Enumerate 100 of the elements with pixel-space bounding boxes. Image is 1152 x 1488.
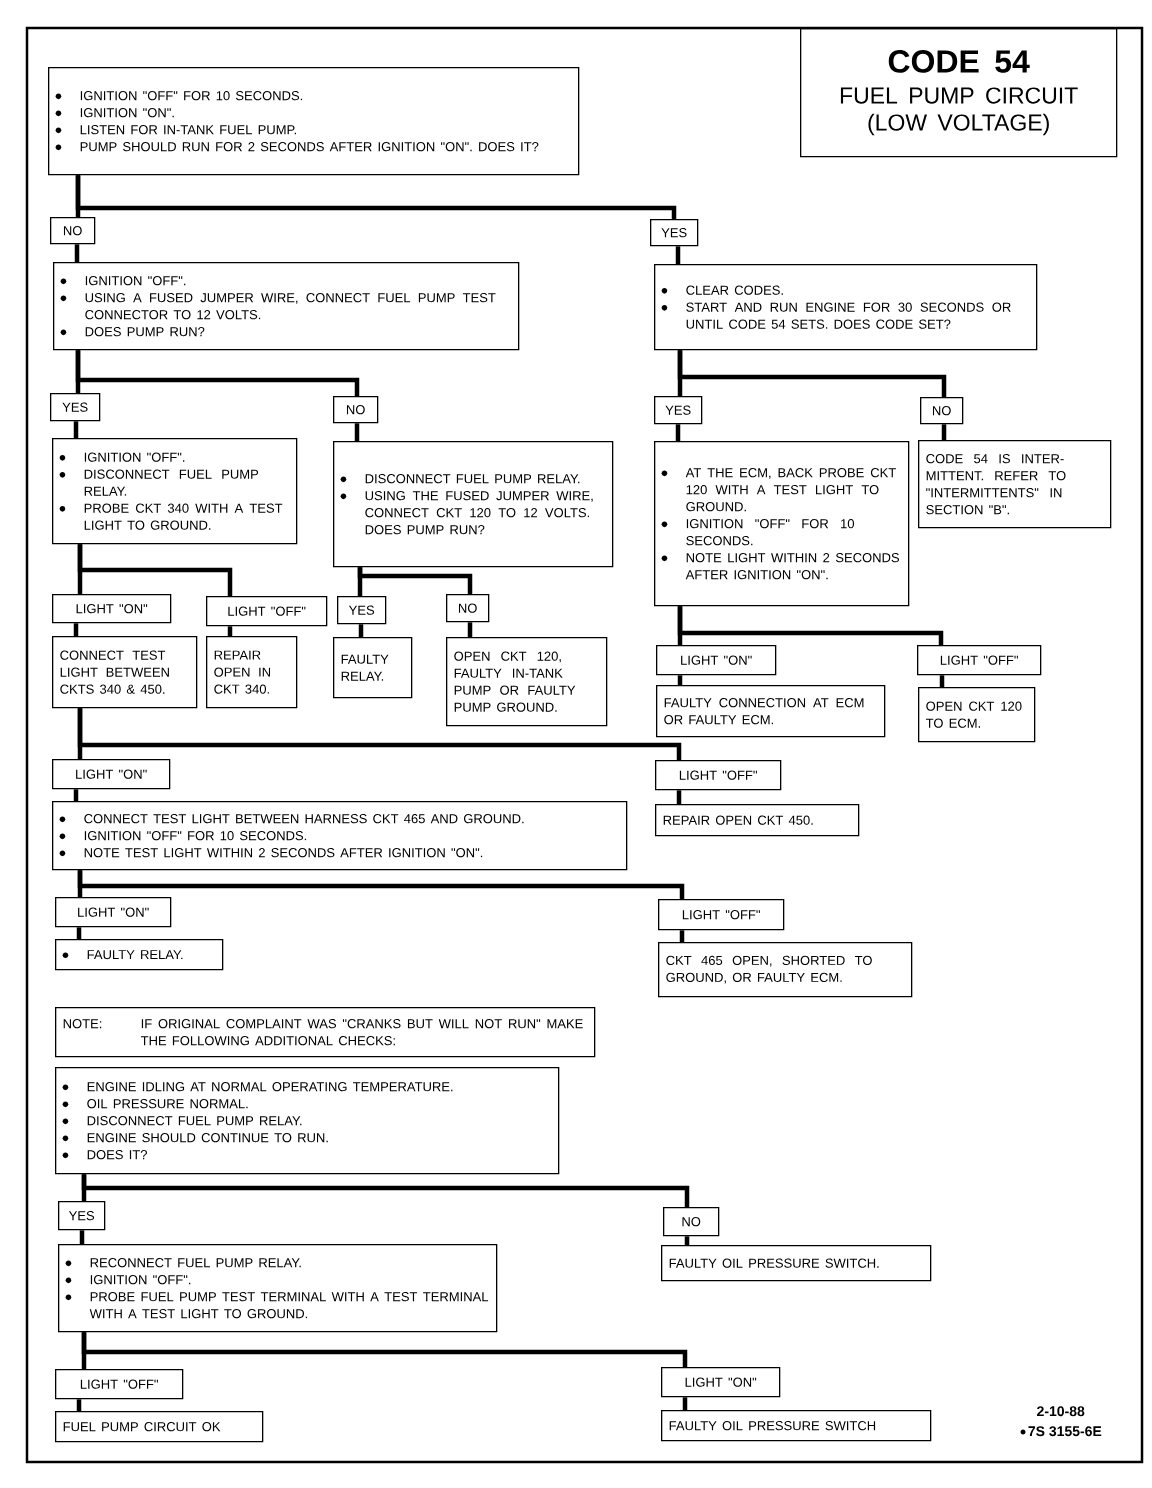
list-item: OIL PRESSURE NORMAL.	[87, 1099, 248, 1109]
list-item: IGNITION "OFF" FOR 10 SECONDS.	[80, 91, 303, 101]
list-item: LISTEN FOR IN-TANK FUEL PUMP.	[80, 125, 296, 135]
list-item: PROBE CKT 340 WITH A TEST LIGHT TO GROUND.	[84, 503, 283, 530]
connector-line	[77, 870, 685, 899]
list-item: FAULTY RELAY.	[87, 950, 183, 960]
connector-line	[79, 1230, 85, 1244]
branch-label: LIGHT "ON"	[52, 759, 171, 790]
connector-line	[675, 246, 681, 264]
connector-line	[679, 930, 685, 942]
branch-label: YES	[337, 596, 387, 625]
branch-label: NO	[446, 594, 490, 623]
connector-line	[358, 624, 364, 637]
branch-label: YES	[50, 393, 101, 422]
connector-line	[939, 675, 945, 687]
result-box: OPEN CKT 120 TO ECM.	[918, 687, 1036, 743]
instruction-box	[52, 801, 628, 871]
note-label: NOTE:	[63, 1019, 102, 1029]
instruction-box	[654, 264, 1038, 351]
connector-line	[75, 350, 360, 396]
connector-line	[682, 1397, 688, 1410]
connector-line	[467, 622, 473, 637]
list-item: IGNITION "OFF".	[84, 452, 185, 462]
result-box: CKT 465 OPEN, SHORTED TO GROUND, OR FAULTY ECM.	[658, 942, 913, 998]
result-box: OPEN CKT 120, FAULTY IN-TANK PUMP OR FAULTY PUMP GROUND.	[446, 637, 608, 727]
list-item: IGNITION "OFF" FOR 10 SECONDS.	[84, 831, 307, 841]
note-box	[55, 1007, 596, 1058]
list-item: USING THE FUSED JUMPER WIRE, CONNECT CKT 120 TO 12 VOLTS. DOES PUMP RUN?	[365, 491, 593, 535]
branch-label: NO	[920, 397, 964, 425]
connector-line	[77, 708, 682, 760]
list-item: IGNITION "OFF".	[85, 276, 186, 286]
list-item: IGNITION "ON".	[80, 108, 174, 118]
instruction-box	[53, 262, 520, 351]
instruction-box	[55, 1067, 560, 1175]
document-number: 7S 3155-6E	[1020, 1426, 1102, 1437]
list-item: PROBE FUEL PUMP TEST TERMINAL WITH A TEST TERMINAL WITH A TEST LIGHT TO GROUND.	[89, 1292, 489, 1319]
connector-line	[77, 544, 233, 596]
list-item: RECONNECT FUEL PUMP RELAY.	[90, 1258, 301, 1268]
result-box: FAULTY CONNECTION AT ECM OR FAULTY ECM.	[656, 685, 886, 738]
connector-line	[684, 1236, 690, 1245]
list-item: DISCONNECT FUEL PUMP RELAY.	[84, 469, 259, 496]
branch-label: NO	[50, 217, 96, 245]
instruction-box	[55, 939, 224, 971]
connector-line	[675, 424, 681, 441]
connector-line	[73, 789, 79, 801]
result-box: FUEL PUMP CIRCUIT OK	[55, 1411, 264, 1443]
instruction-box	[333, 441, 614, 568]
result-box: CODE 54 IS INTER- MITTENT. REFER TO "INTERMITTENTS" IN SECTION "B".	[918, 440, 1112, 529]
branch-label: LIGHT "OFF"	[658, 899, 785, 931]
branch-label: YES	[58, 1201, 106, 1231]
list-item: PUMP SHOULD RUN FOR 2 SECONDS AFTER IGNITION "ON". DOES IT?	[80, 142, 539, 152]
connector-line	[73, 421, 79, 438]
list-item: DOES PUMP RUN?	[85, 327, 205, 337]
instruction-box	[58, 1244, 498, 1333]
connector-line	[76, 1399, 82, 1411]
result-box: REPAIR OPEN IN CKT 340.	[206, 636, 298, 709]
connector-line	[354, 423, 360, 441]
branch-label: LIGHT "OFF"	[655, 760, 782, 791]
result-box: FAULTY RELAY.	[333, 637, 413, 699]
connector-line	[76, 927, 82, 939]
list-item: USING A FUSED JUMPER WIRE, CONNECT FUEL PUMP TEST CONNECTOR TO 12 VOLTS.	[85, 293, 496, 320]
connector-line	[73, 623, 79, 636]
connector-line	[81, 1174, 690, 1207]
branch-label: LIGHT "ON"	[656, 645, 777, 676]
list-item: DISCONNECT FUEL PUMP RELAY.	[87, 1116, 302, 1126]
branch-label: NO	[333, 396, 379, 424]
note-text: IF ORIGINAL COMPLAINT WAS "CRANKS BUT WILL NOT RUN" MAKE THE FOLLOWING ADDITIONAL CHECKS:	[140, 1019, 583, 1046]
connector-line	[357, 567, 473, 594]
list-item: ENGINE IDLING AT NORMAL OPERATING TEMPERATURE.	[87, 1082, 453, 1092]
branch-label: LIGHT "OFF"	[917, 645, 1042, 676]
instruction-box	[48, 67, 580, 176]
connector-line	[74, 244, 80, 262]
list-item: DOES IT?	[87, 1150, 147, 1160]
branch-label: LIGHT "OFF"	[55, 1369, 184, 1400]
connector-line	[227, 626, 233, 636]
list-item: ENGINE SHOULD CONTINUE TO RUN.	[87, 1133, 328, 1143]
branch-label: LIGHT "OFF"	[206, 596, 328, 627]
connector-line	[75, 175, 677, 219]
branch-label: NO	[663, 1207, 720, 1237]
list-item: START AND RUN ENGINE FOR 30 SECONDS OR UNTIL CODE 54 SETS. DOES CODE SET?	[686, 302, 1011, 329]
result-box: FAULTY OIL PRESSURE SWITCH.	[661, 1245, 932, 1282]
list-item: CLEAR CODES.	[686, 285, 783, 295]
title-box: CODE 54 FUEL PUMP CIRCUIT (LOW VOLTAGE)	[800, 28, 1118, 158]
connector-line	[677, 606, 944, 645]
connector-line	[676, 790, 682, 804]
date-label: 2-10-88	[1037, 1406, 1085, 1417]
branch-label: YES	[650, 219, 699, 247]
result-box: REPAIR OPEN CKT 450.	[655, 804, 860, 837]
list-item: NOTE TEST LIGHT WITHIN 2 SECONDS AFTER IGNITION "ON".	[84, 848, 483, 858]
connector-line	[677, 350, 947, 397]
list-item: DISCONNECT FUEL PUMP RELAY.	[365, 474, 580, 484]
list-item: CONNECT TEST LIGHT BETWEEN HARNESS CKT 465 AND GROUND.	[84, 814, 524, 824]
result-box: CONNECT TEST LIGHT BETWEEN CKTS 340 & 450.	[52, 636, 198, 709]
branch-label: LIGHT "ON"	[661, 1367, 781, 1398]
connector-line	[677, 675, 683, 685]
list-item: AT THE ECM, BACK PROBE CKT 120 WITH A TEST LIGHT TO GROUND.	[685, 468, 896, 512]
list-item: NOTE LIGHT WITHIN 2 SECONDS AFTER IGNITION "ON".	[685, 553, 900, 580]
result-box: FAULTY OIL PRESSURE SWITCH	[661, 1410, 932, 1442]
branch-label: YES	[654, 396, 703, 425]
instruction-box	[654, 441, 910, 607]
